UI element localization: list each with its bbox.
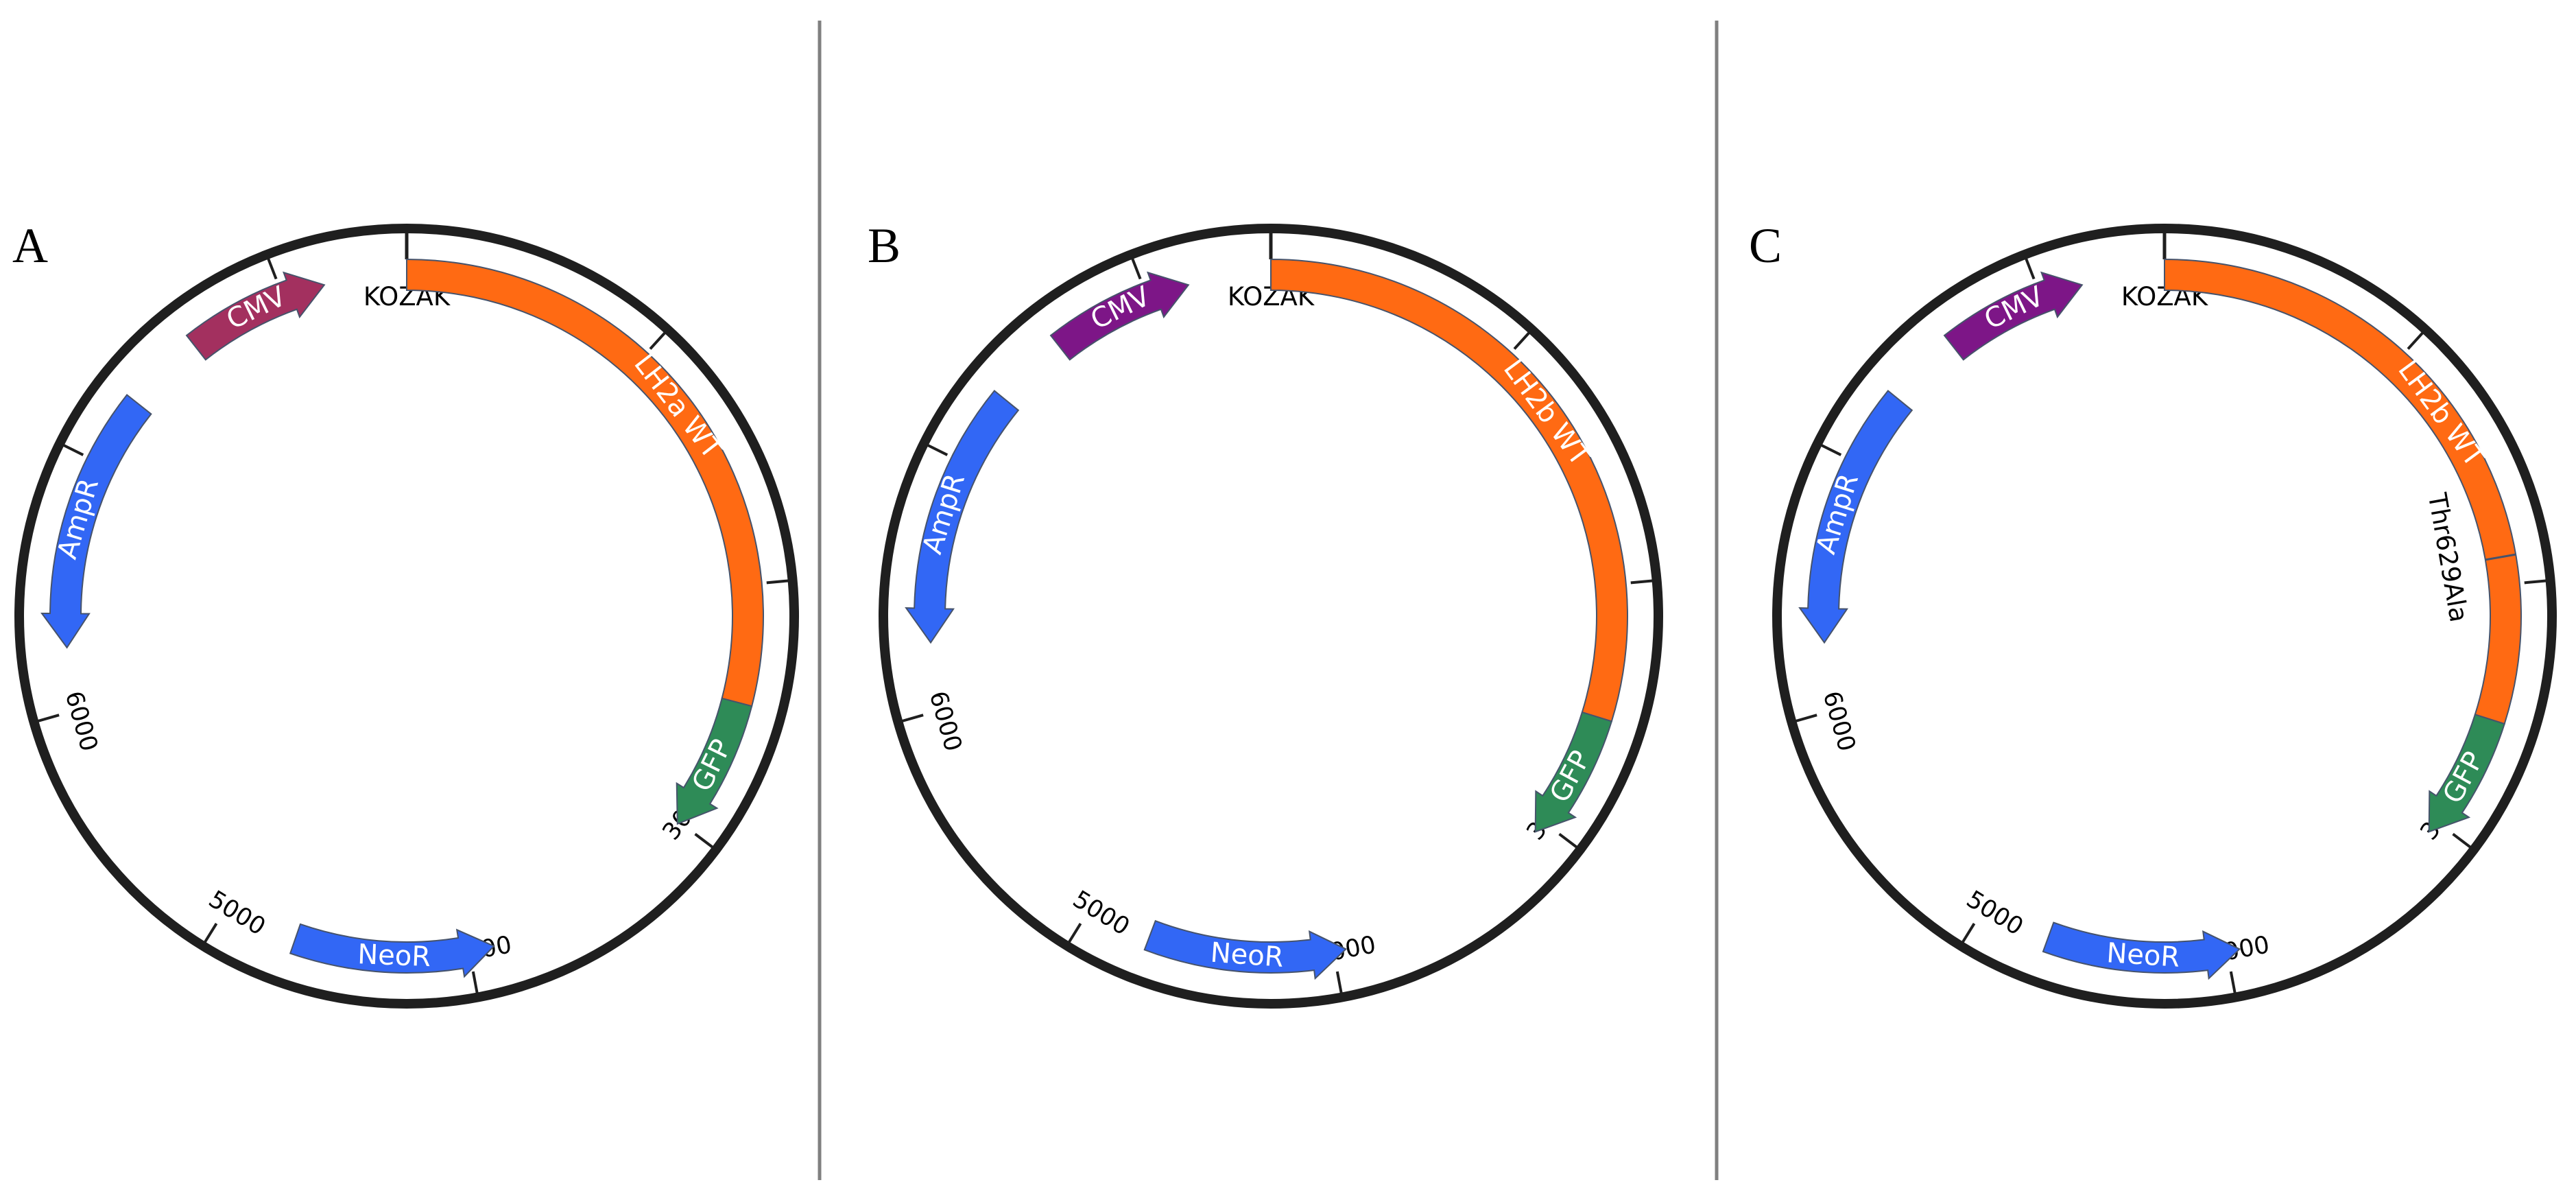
scale-tick	[1513, 331, 1531, 350]
scale-tick	[471, 971, 479, 994]
scale-label-6000: 6000	[924, 688, 967, 755]
feature-lh2b-wt	[2164, 258, 2522, 725]
feature-gfp	[676, 697, 753, 825]
feature-lh2b-wt	[1270, 258, 1628, 722]
feature-ampr	[40, 394, 152, 649]
scale-tick	[2229, 971, 2237, 994]
feature-label-neor: NeoR	[357, 939, 431, 973]
feature-cmv	[1943, 271, 2084, 361]
scale-label-5000: 5000	[1068, 886, 1134, 941]
panel-letter: A	[12, 218, 48, 273]
scale-tick	[1130, 257, 1142, 280]
scale-tick	[2524, 579, 2547, 585]
mutation-site-label: Thr629Ala	[2422, 490, 2474, 624]
plasmid-backbone	[14, 224, 799, 1009]
feature-ampr	[1798, 390, 1913, 644]
feature-cmv	[185, 271, 326, 361]
scale-tick	[901, 714, 924, 723]
feature-gfp	[2428, 714, 2505, 833]
scale-tick	[1630, 579, 1654, 585]
scale-tick	[766, 579, 789, 585]
feature-label-ampr: AmpR	[51, 475, 105, 563]
scale-tick	[2407, 331, 2424, 350]
feature-label-neor: NeoR	[2106, 937, 2180, 974]
scale-tick	[62, 443, 84, 456]
plasmid-panel-a: AKOZAK10002000300040005000600070008000LH…	[12, 218, 799, 1009]
scale-label-5000: 5000	[204, 886, 270, 941]
scale-tick	[36, 714, 60, 723]
feature-neor	[2042, 921, 2241, 980]
scale-tick	[649, 331, 667, 350]
feature-lh2a-wt	[406, 258, 764, 707]
scale-tick	[1820, 443, 1842, 456]
panel-letter: C	[1749, 218, 1782, 273]
feature-neor	[289, 923, 496, 978]
feature-cmv	[1049, 271, 1190, 361]
scale-tick	[926, 443, 949, 456]
scale-tick	[2024, 257, 2036, 280]
scale-tick	[203, 923, 218, 944]
scale-label-6000: 6000	[60, 688, 103, 755]
plasmid-backbone	[1772, 224, 2557, 1009]
scale-tick	[1794, 714, 1817, 723]
feature-label-ampr: AmpR	[1810, 470, 1865, 558]
feature-label-lh2b-wt: LH2b WT	[1497, 353, 1596, 472]
scale-tick	[694, 832, 715, 849]
feature-label-lh2a-wt: LH2a WT	[628, 349, 728, 465]
plasmid-backbone	[879, 224, 1663, 1009]
scale-tick	[1335, 971, 1343, 994]
plasmid-panel-c: CKOZAK10002000300040005000600070008000LH…	[1749, 218, 2557, 1009]
scale-label-5000: 5000	[1961, 886, 2028, 941]
scale-tick	[266, 257, 278, 280]
feature-neor	[1143, 919, 1348, 980]
feature-ampr	[905, 390, 1020, 644]
scale-tick	[2452, 832, 2472, 849]
feature-label-neor: NeoR	[1209, 937, 1285, 974]
feature-gfp	[1534, 711, 1613, 833]
scale-tick	[1558, 832, 1579, 849]
panel-letter: B	[868, 218, 901, 273]
feature-label-lh2b-wt: LH2b WT	[2392, 355, 2490, 473]
plasmid-panel-b: BKOZAK10002000300040005000600070008000LH…	[868, 218, 1663, 1009]
feature-label-ampr: AmpR	[916, 470, 971, 558]
scale-tick	[1961, 923, 1976, 944]
mutation-site-marker	[2485, 553, 2516, 561]
scale-label-6000: 6000	[1817, 688, 1861, 755]
scale-tick	[1067, 923, 1082, 944]
